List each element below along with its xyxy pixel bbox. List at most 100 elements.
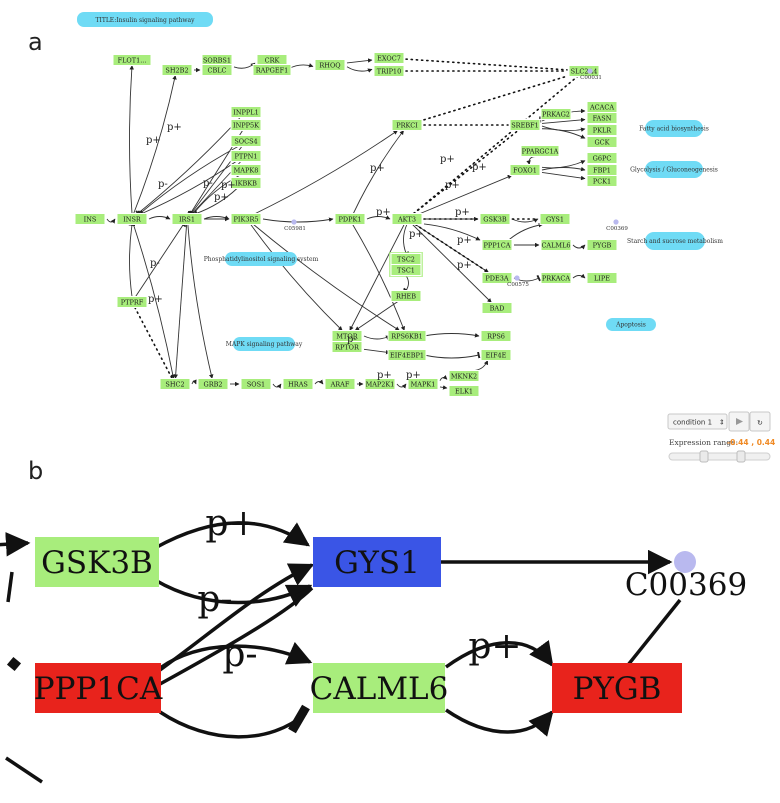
gene-node-pklr[interactable]: PKLR [586, 124, 618, 136]
edge-insr-sh2b2 [133, 75, 177, 214]
pathway-pill-fatty[interactable]: Fatty acid biosynthesis [639, 120, 709, 137]
gene-node-gsk3b-zoom[interactable]: GSK3B [35, 537, 159, 587]
gene-node-ikbkb[interactable]: IKBKB [230, 177, 262, 189]
range-slider-track[interactable] [668, 452, 771, 461]
gene-node-srebf1[interactable]: SREBF1 [509, 119, 541, 131]
gene-node-crk[interactable]: CRK [256, 54, 288, 66]
pathway-pill-pi[interactable]: Phosphatidylinositol signaling system [204, 252, 319, 266]
edge-foxo1-pck1 [541, 171, 586, 181]
gene-node-pygb-zoom[interactable]: PYGB [552, 663, 682, 713]
gene-node-pygb[interactable]: PYGB [586, 239, 618, 251]
refresh-button[interactable] [749, 411, 771, 432]
gene-node-socs4[interactable]: SOCS4 [230, 135, 262, 147]
compound-c00369[interactable]: C00369 [606, 219, 628, 232]
gene-node-rapgef1[interactable]: RAPGEF1 [252, 64, 292, 76]
gene-node-fbp1[interactable]: FBP1 [586, 164, 618, 176]
gene-node-rps6kb1[interactable]: RPS6KB1 [387, 330, 427, 342]
gene-node-gsk3b[interactable]: GSK3B [479, 213, 511, 225]
gene-node-inpp5k[interactable]: INPP5K [230, 119, 262, 131]
gene-node-srebf1-label: SREBF1 [511, 121, 539, 129]
gene-node-ppp1ca-zoom[interactable]: PPP1CA [34, 663, 163, 713]
gene-node-mapk1[interactable]: MAPK1 [407, 378, 439, 390]
gene-node-pck1[interactable]: PCK1 [586, 175, 618, 187]
gene-node-sorbs1[interactable]: SORBS1 [201, 54, 233, 66]
gene-node-gck[interactable]: GCK [586, 136, 618, 148]
gene-node-sos1[interactable]: SOS1 [240, 378, 272, 390]
gene-node-elk1[interactable]: ELK1 [448, 385, 480, 397]
gene-node-lipe[interactable]: LIPE [586, 272, 618, 284]
gene-node-rps6[interactable]: RPS6 [480, 330, 512, 342]
play-icon [736, 418, 743, 425]
gene-node-rheb[interactable]: RHEB [390, 290, 422, 302]
gene-node-sh2b2[interactable]: SH2B2 [161, 64, 193, 76]
gene-node-calml6-zoom[interactable]: CALML6 [310, 663, 449, 713]
gene-node-map2k1[interactable]: MAP2K1 [364, 378, 396, 390]
gene-node-pdpk1-label: PDPK1 [339, 215, 362, 223]
gene-node-bad[interactable]: BAD [481, 302, 513, 314]
edge-mapk1-elk1 [439, 385, 448, 390]
gene-node-mknk2[interactable]: MKNK2 [448, 370, 480, 382]
gene-node-exoc7[interactable]: EXOC7 [373, 52, 405, 64]
gene-node-ptprf[interactable]: PTPRF [116, 296, 148, 308]
gene-node-calml6[interactable]: CALML6 [540, 239, 572, 251]
gene-node-ppargc1a[interactable]: PPARGC1A [520, 145, 560, 157]
gene-node-shc2[interactable]: SHC2 [159, 378, 191, 390]
gene-node-prkag2[interactable]: PRKAG2 [540, 108, 572, 120]
pathway-pill-starch[interactable]: Starch and sucrose metabolism [627, 232, 723, 250]
pathway-pill-mapk[interactable]: MAPK signaling pathway [226, 337, 303, 351]
gene-node-g6pc[interactable]: G6PC [586, 152, 618, 164]
edge-sos1-hras [272, 383, 282, 389]
panel-b-compound[interactable]: C00369 [625, 551, 747, 603]
gene-node-trip10[interactable]: TRIP10 [373, 65, 405, 77]
gene-node-eif4e[interactable]: EIF4E [480, 349, 512, 361]
gene-node-fasn[interactable]: FASN [586, 112, 618, 124]
gene-node-flot1[interactable]: FLOT1... [112, 54, 152, 66]
gene-node-ppp1ca[interactable]: PPP1CA [481, 239, 513, 251]
gene-node-gys1[interactable]: GYS1 [539, 213, 571, 225]
gene-node-rhoq[interactable]: RHOQ [314, 59, 346, 71]
gene-node-hras-label: HRAS [288, 380, 308, 388]
edge-eif4ebp1-eif4e [423, 351, 481, 359]
gene-node-crk-label: CRK [265, 56, 280, 64]
compound-c00575[interactable]: C00575 [507, 275, 529, 288]
gene-node-foxo1[interactable]: FOXO1 [509, 164, 541, 176]
gene-node-akt3[interactable]: AKT3 [391, 213, 423, 225]
gene-node-gys1-zoom[interactable]: GYS1 [313, 537, 441, 587]
compound-c05981[interactable]: C05981 [284, 219, 306, 232]
gene-node-pde3a[interactable]: PDE3A [481, 272, 513, 284]
gene-node-tsc2[interactable]: TSC2 [390, 253, 422, 265]
gene-node-calml6-label: CALML6 [541, 241, 570, 249]
title-pill[interactable]: TITLE:Insulin signaling pathway [77, 12, 213, 27]
gene-node-pik3r5-label: PIK3R5 [234, 215, 259, 223]
gene-node-slc2a4[interactable]: SLC2A4 [568, 65, 600, 77]
gene-node-prkaca[interactable]: PRKACA [540, 272, 572, 284]
gene-node-prkci[interactable]: PRKCI [391, 119, 423, 131]
gene-node-ppp1ca-label: PPP1CA [484, 241, 511, 249]
compound-c00031[interactable]: C00031 [580, 68, 602, 81]
gene-node-ins[interactable]: INS [74, 213, 106, 225]
gene-node-mapk8[interactable]: MAPK8 [230, 164, 262, 176]
gene-node-pdpk1[interactable]: PDPK1 [334, 213, 366, 225]
gene-node-rptor[interactable]: RPTOR [331, 341, 363, 353]
gene-node-tsc1[interactable]: TSC1 [390, 264, 422, 276]
gene-node-acaca[interactable]: ACACA [586, 101, 618, 113]
gene-node-eif4ebp1[interactable]: EIF4EBP1 [387, 349, 427, 361]
gene-node-grb2[interactable]: GRB2 [197, 378, 229, 390]
pathway-pill-apop[interactable]: Apoptosis [606, 318, 656, 331]
gene-node-inppl1[interactable]: INPPL1 [230, 106, 262, 118]
gene-node-hras[interactable]: HRAS [282, 378, 314, 390]
gene-node-araf[interactable]: ARAF [324, 378, 356, 390]
edge-label: p+ [377, 370, 392, 381]
range-slider-handle-max[interactable] [736, 450, 746, 463]
condition-select[interactable] [667, 413, 728, 430]
gene-node-cblc[interactable]: CBLC [201, 64, 233, 76]
pathway-pill-glyco[interactable]: Glycolysis / Gluconeogenesis [630, 161, 718, 178]
edge-srebf1-gck [541, 128, 586, 139]
compound-c00369-node[interactable] [674, 551, 696, 573]
gene-node-pik3r5[interactable]: PIK3R5 [230, 213, 262, 225]
edge-akt3-bad [412, 224, 492, 303]
range-slider-handle-min[interactable] [699, 450, 709, 463]
gene-node-ptpn1[interactable]: PTPN1 [230, 150, 262, 162]
gene-node-irs1[interactable]: IRS1 [171, 213, 203, 225]
gene-node-insr[interactable]: INSR [116, 213, 148, 225]
